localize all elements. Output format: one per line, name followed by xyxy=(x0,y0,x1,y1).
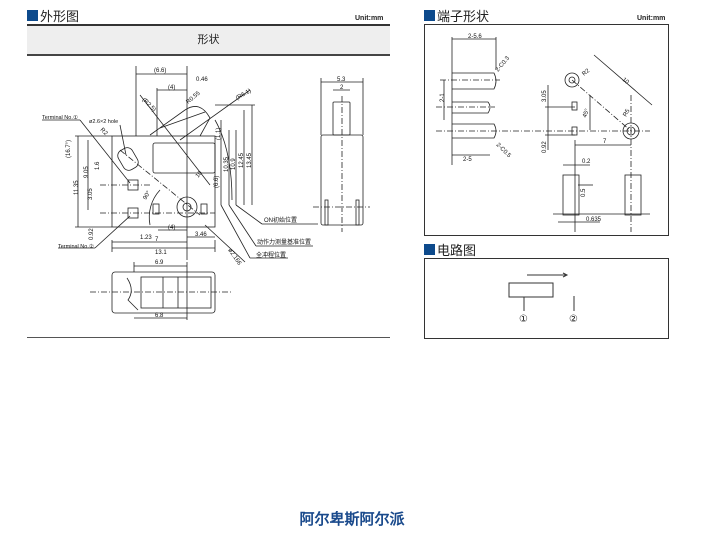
dim-label: 7 xyxy=(155,237,159,243)
dim-label: 5.3 xyxy=(337,77,346,83)
dim-label: 0.5 xyxy=(581,188,587,197)
pin2-label: ② xyxy=(569,314,578,325)
terminal-title-text: 端子形状 xyxy=(437,9,490,24)
dim-label: 10.9 xyxy=(231,158,237,170)
footer-brand: 阿尔卑斯阿尔派 xyxy=(299,511,405,528)
terminal1-label: Terminal No.① xyxy=(42,115,78,121)
dim-label: 0.46 xyxy=(196,77,208,83)
section-marker-icon xyxy=(27,10,38,21)
dim-label: 45° xyxy=(582,108,591,119)
dim-label: 2-1 xyxy=(440,93,446,102)
outline-unit: Unit:mm xyxy=(355,15,384,22)
dim-label: 13.45 xyxy=(247,152,253,168)
dim-label: 2 xyxy=(340,85,344,91)
dim-label: 0.2 xyxy=(582,159,591,165)
dim-label: 3.05 xyxy=(88,188,94,200)
dim-label: (16.7°) xyxy=(66,140,72,158)
dim-label: 12.45 xyxy=(239,152,245,168)
terminal-dimension-labels: 2-5.6 2-C0.3 2-1 2-5 2-C0.5 3.05 0.92 R2… xyxy=(440,34,632,223)
dim-label: R2 xyxy=(581,68,591,78)
arrow-head-icon xyxy=(562,272,569,278)
dim-label: 13.1 xyxy=(155,250,167,256)
dim-label: 7 xyxy=(603,139,607,145)
section-marker-icon xyxy=(424,244,435,255)
terminal-unit: Unit:mm xyxy=(637,15,666,22)
terminal-section-title: 端子形状 xyxy=(424,6,489,25)
dim-label: 0.92 xyxy=(542,141,548,153)
dim-label: (6.6) xyxy=(154,68,166,74)
circuit-diagram xyxy=(508,272,575,311)
terminal-drawing-box xyxy=(424,24,669,236)
dim-label: 6.9 xyxy=(155,260,164,266)
dim-label: (R2.5) xyxy=(141,97,157,113)
shape-header: 形状 xyxy=(27,24,390,56)
hole-label: ø2.6×2 hole xyxy=(89,119,118,125)
circuit-section-title: 电路图 xyxy=(424,240,476,259)
terminal2-label: Terminal No.② xyxy=(58,243,94,250)
dim-label: 2-5 xyxy=(463,157,472,163)
resistor xyxy=(508,282,554,298)
dim-label: R5 xyxy=(623,108,632,118)
bottom-view xyxy=(90,262,232,320)
dim-label: 6.8 xyxy=(155,313,164,319)
dim-label: 1.23 xyxy=(140,235,152,241)
dim-label: 1.6 xyxy=(95,161,101,170)
dim-label: R0.55 xyxy=(185,90,202,105)
dim-label: 90° xyxy=(143,190,153,201)
outline-dimension-labels: (6.6) 0.46 (4) (R2.5) R0.55 (R6.1) R2 Te… xyxy=(42,68,346,319)
dim-label: 9.05 xyxy=(84,166,90,178)
dim-label: (6.6) xyxy=(214,176,220,188)
section-marker-icon xyxy=(424,10,435,21)
force-reference-label: 动作力测量基准位置 xyxy=(257,238,311,246)
dim-label: R2 xyxy=(99,127,109,137)
pin1-label: ① xyxy=(519,314,528,325)
dim-label: (4) xyxy=(168,225,175,231)
on-position-label: ON初始位置 xyxy=(264,216,297,224)
divider xyxy=(27,337,390,338)
full-stroke-label: 全冲程位置 xyxy=(256,251,286,259)
front-view xyxy=(42,66,318,263)
dim-label: (R6.1) xyxy=(235,88,252,102)
dim-label: 10 xyxy=(621,77,630,86)
dim-label: 11.35 xyxy=(74,180,80,195)
dim-label: (4) xyxy=(168,85,175,91)
dim-label: 10 xyxy=(195,170,204,179)
outline-title-text: 外形图 xyxy=(40,9,80,24)
dim-label: (1.1) xyxy=(216,128,222,140)
side-view xyxy=(313,78,370,232)
circuit-title-text: 电路图 xyxy=(437,243,477,258)
dim-label: 10.35 xyxy=(224,156,230,172)
circuit-pins: ① ② xyxy=(519,314,578,325)
dim-label: 0.92 xyxy=(89,228,95,240)
dim-label: 3.05 xyxy=(542,90,548,102)
terminal-drawing xyxy=(436,37,653,232)
circuit-diagram-box xyxy=(424,258,669,339)
dim-label: 0.635 xyxy=(586,217,602,223)
dim-label: 2-C0.5 xyxy=(495,142,512,159)
dim-label: 2-5.6 xyxy=(468,34,482,40)
outline-section-title: 外形图 xyxy=(27,6,79,25)
dim-label: 3.46 xyxy=(195,232,207,238)
dim-label: 2-C0.3 xyxy=(495,55,512,73)
